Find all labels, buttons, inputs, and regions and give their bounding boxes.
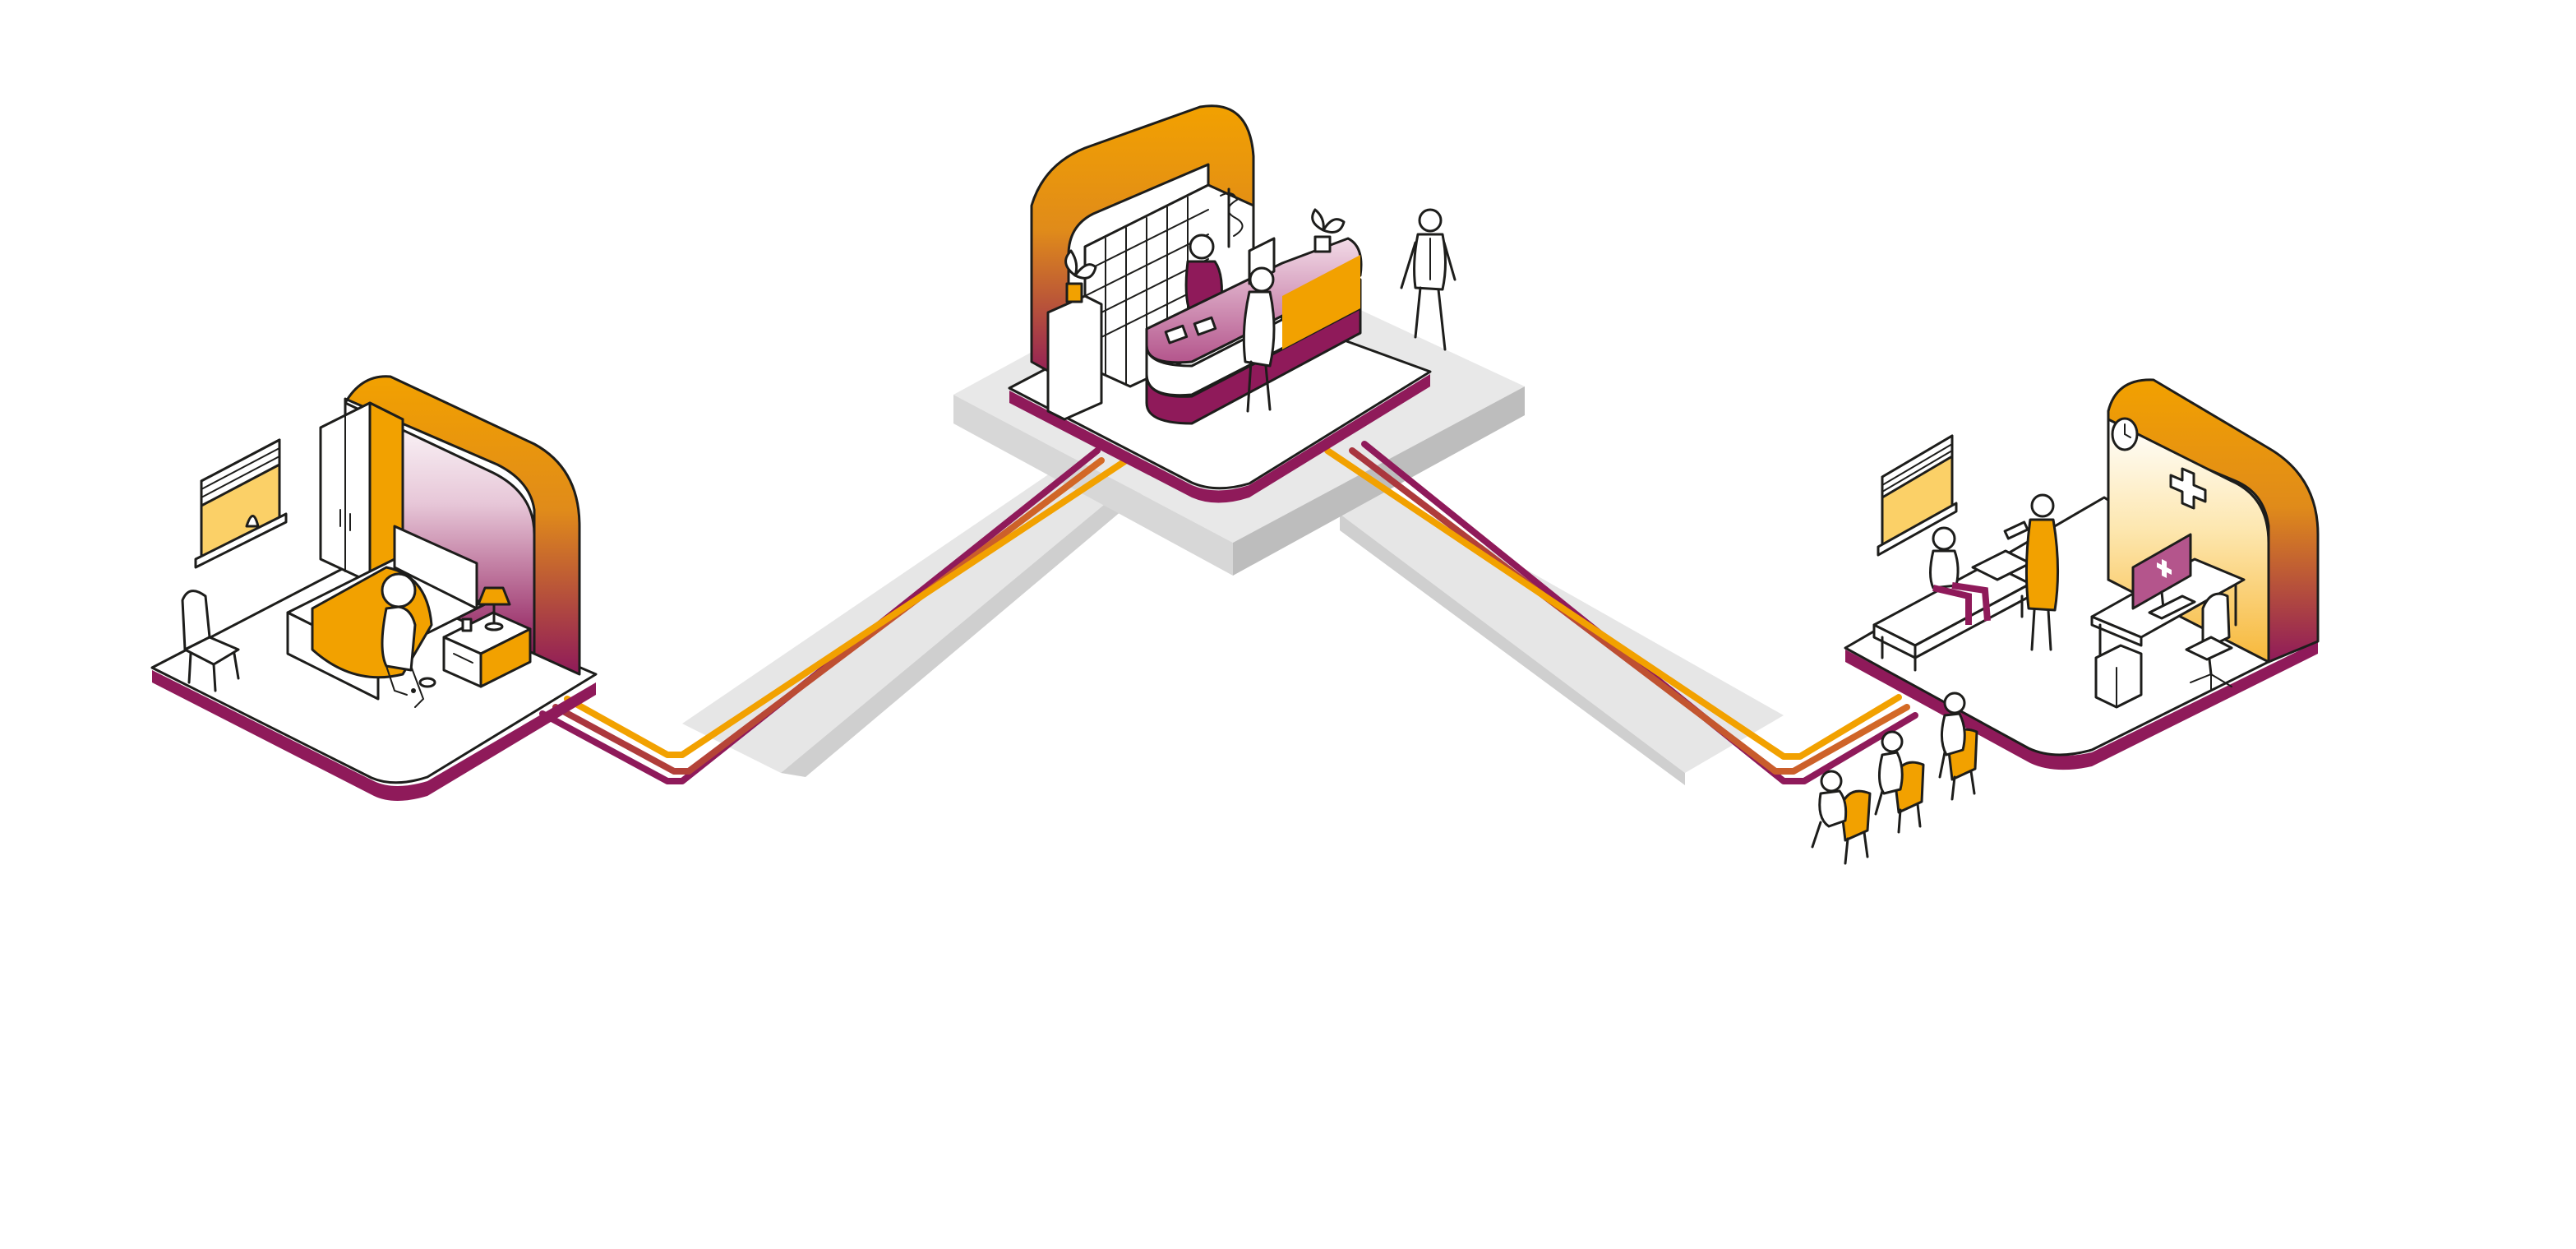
pharmacy-caduceus-icon (1220, 187, 1244, 248)
plant-icon (1311, 208, 1346, 253)
walking-visitor (1400, 208, 1457, 351)
waiting-chair-3 (1938, 692, 1978, 801)
bedroom-room (150, 375, 598, 801)
waiting-chair-2 (1874, 730, 1925, 834)
wardrobe-icon (319, 401, 404, 584)
patient-on-bench (1929, 526, 1991, 625)
window-blinds-icon (1877, 434, 1958, 557)
doctor-desk (2090, 533, 2246, 709)
bed-icon (286, 525, 487, 708)
patient-head (381, 572, 417, 608)
waiting-chair-1 (1811, 770, 1872, 865)
clock-icon (2111, 417, 2139, 451)
computer-icon (2131, 533, 2196, 620)
lamp-icon (477, 586, 511, 631)
doctor (2003, 493, 2060, 651)
waiting-area (1811, 692, 1978, 865)
nightstand (442, 586, 532, 688)
pharmacy-room (1008, 104, 1457, 503)
medical-cross-icon (2169, 467, 2207, 510)
office-chair (2185, 592, 2233, 692)
window-blinds-icon (194, 438, 288, 569)
examination-bench (1872, 549, 2032, 672)
customer-at-counter (1242, 266, 1276, 413)
clinic-room (1811, 378, 2320, 865)
route-lines (539, 441, 1918, 784)
chair-icon (181, 590, 240, 692)
plant-icon (245, 515, 260, 528)
plant-icon (1064, 249, 1097, 303)
